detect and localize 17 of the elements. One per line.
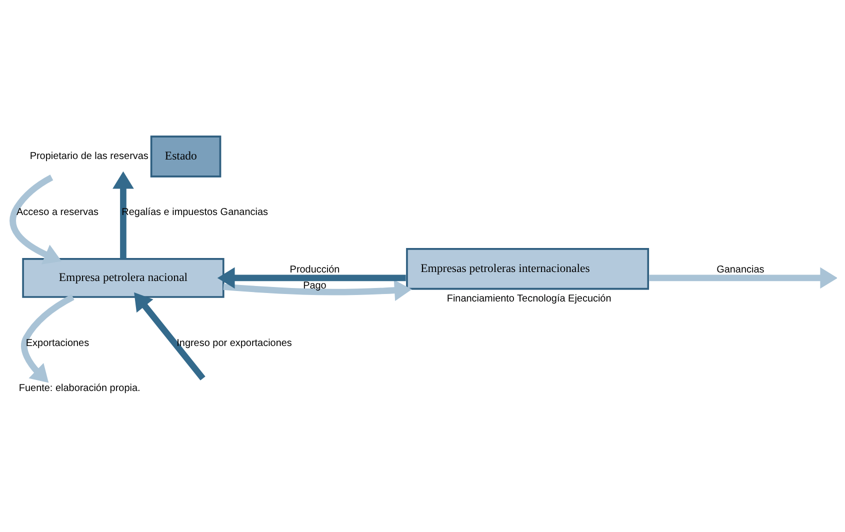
edge-label: Ganancias: [716, 264, 764, 275]
arrow: [21, 294, 74, 382]
edge-label: Pago: [303, 280, 326, 292]
arrow: [10, 174, 62, 264]
edge-label: Acceso a reservas: [16, 206, 98, 218]
node-label: Financiamiento Tecnología Ejecución: [446, 292, 612, 304]
arrow: [112, 170, 134, 258]
edge-label: Producción: [290, 264, 340, 275]
arrow: [134, 292, 206, 380]
arrow: [217, 266, 406, 288]
caption: Fuente: elaboración propia.: [18, 382, 140, 394]
node-label: Propietario de las reservas: [30, 150, 148, 162]
arrow: [649, 266, 837, 288]
arrow: [223, 279, 412, 300]
edge-label: Ingreso por exportaciones: [176, 337, 292, 348]
node-box: Empresa petrolera nacional: [22, 258, 224, 298]
edge-label: Exportaciones: [26, 337, 90, 348]
